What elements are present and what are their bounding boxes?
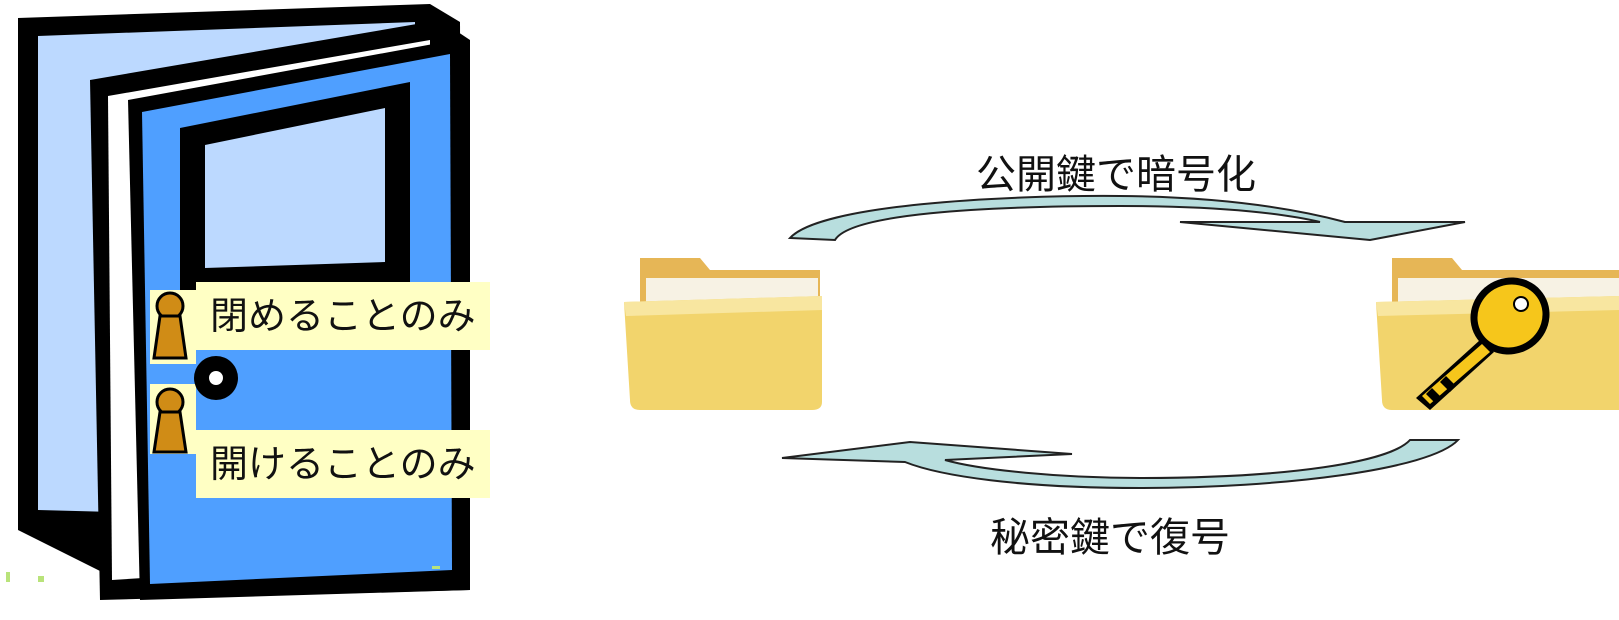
encrypt-arrow — [787, 194, 1466, 242]
decrypt-caption: 秘密鍵で復号 — [990, 515, 1230, 561]
decrypt-arrow — [781, 439, 1461, 490]
keyhole-open-icon — [150, 384, 196, 454]
folder-icon — [624, 258, 822, 410]
open-only-label: 開けることのみ — [196, 430, 490, 498]
close-only-label: 閉めることのみ — [196, 282, 490, 350]
keyhole-close-icon — [150, 290, 196, 364]
door-knob-icon — [194, 356, 238, 400]
encrypt-caption: 公開鍵で暗号化 — [976, 152, 1256, 198]
key-icon — [1416, 277, 1550, 410]
encrypted-folder-key-icon — [1376, 258, 1619, 410]
